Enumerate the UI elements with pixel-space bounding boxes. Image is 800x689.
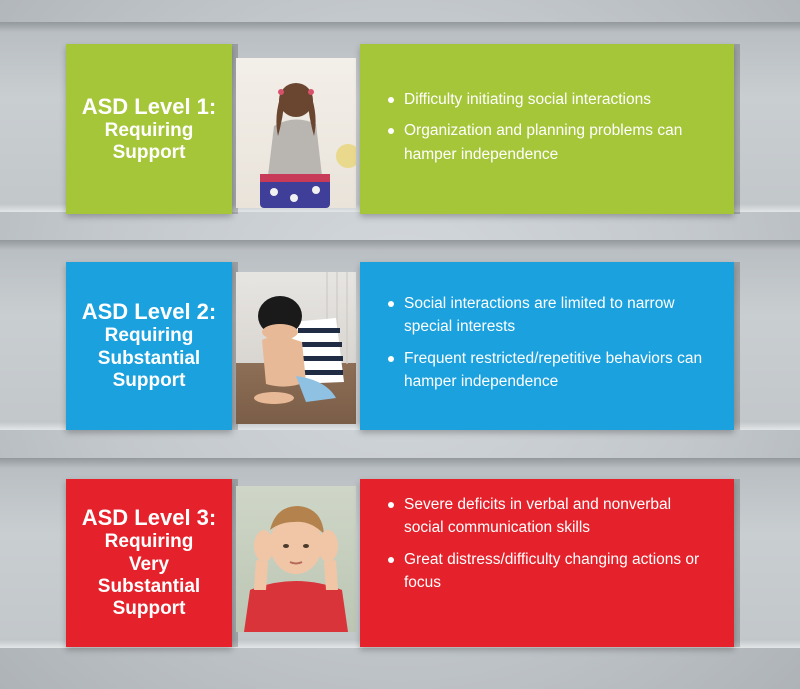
level-3-title: ASD Level 3: Requiring Very Substantial … <box>82 505 217 621</box>
level-2-title-panel: ASD Level 2: Requiring Substantial Suppo… <box>66 262 238 430</box>
level-3-subtitle-line: Requiring <box>104 531 194 553</box>
bullet-item: Great distress/difficulty changing actio… <box>386 548 714 595</box>
bullet-item: Organization and planning problems can h… <box>386 119 714 166</box>
level-2-bullets: Social interactions are limited to narro… <box>386 292 714 393</box>
level-2-subtitle-line: Support <box>112 370 186 392</box>
level-1-bullets: Difficulty initiating social interaction… <box>386 88 714 166</box>
level-1-title-panel: ASD Level 1: Requiring Support <box>66 44 238 214</box>
level-3-subtitle-line: Support <box>112 598 186 620</box>
level-3-title-panel: ASD Level 3: Requiring Very Substantial … <box>66 479 238 647</box>
child-covering-ears-photo <box>236 486 356 632</box>
level-2-subtitle-line: Requiring <box>104 325 194 347</box>
level-3-heading: ASD Level 3: <box>81 505 217 531</box>
bullet-dot <box>388 502 394 508</box>
bullet-dot <box>388 301 394 307</box>
bullet-dot <box>388 97 394 103</box>
level-2-title: ASD Level 2: Requiring Substantial Suppo… <box>82 299 217 392</box>
bullet-item: Difficulty initiating social interaction… <box>386 88 714 111</box>
bullet-dot <box>388 355 394 362</box>
bullet-dot <box>388 556 394 563</box>
child-hiding-face-photo <box>236 272 356 424</box>
level-3-text-panel: Severe deficits in verbal and nonverbal … <box>360 479 740 647</box>
level-1-heading: ASD Level 1: <box>81 93 217 119</box>
level-1-subtitle-line: Support <box>112 141 186 163</box>
bullet-item: Frequent restricted/repetitive behaviors… <box>386 347 714 394</box>
level-2-heading: ASD Level 2: <box>81 299 217 325</box>
level-1-subtitle-line: Requiring <box>104 119 194 141</box>
bullet-dot <box>388 128 394 135</box>
bullet-item: Severe deficits in verbal and nonverbal … <box>386 493 714 540</box>
bullet-item: Social interactions are limited to narro… <box>386 292 714 339</box>
level-3-bullets: Severe deficits in verbal and nonverbal … <box>386 493 714 594</box>
level-3-subtitle-line: Very <box>128 553 170 575</box>
level-2-text-panel: Social interactions are limited to narro… <box>360 262 740 430</box>
level-1-title: ASD Level 1: Requiring Support <box>82 94 217 165</box>
level-3-subtitle-line: Substantial <box>97 575 201 597</box>
level-1-text-panel: Difficulty initiating social interaction… <box>360 44 740 214</box>
child-sitting-photo <box>236 58 356 208</box>
level-2-subtitle-line: Substantial <box>97 347 201 369</box>
